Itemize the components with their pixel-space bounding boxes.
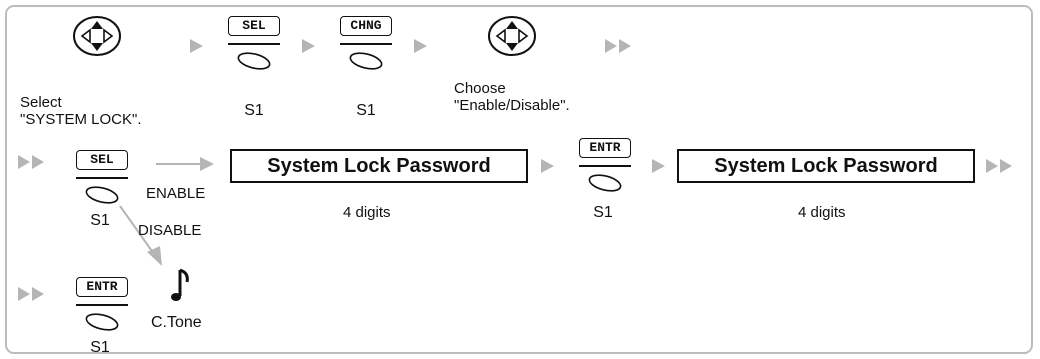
next-step-arrow-icon — [302, 39, 315, 53]
key-divider — [228, 43, 280, 45]
disable-label: DISABLE — [138, 222, 202, 239]
next-step-arrow-icon — [541, 159, 554, 173]
continue-double-arrow-icon — [18, 287, 44, 301]
navigator-key-icon — [488, 16, 536, 56]
confirmation-tone-note-icon — [171, 268, 189, 301]
confirmation-tone-label: C.Tone — [151, 314, 202, 331]
enable-arrow — [156, 157, 214, 171]
soft-button-icon — [237, 52, 271, 70]
enable-label: ENABLE — [146, 185, 206, 202]
disable-arrow — [119, 205, 162, 266]
sel-key-label: SEL — [76, 150, 128, 170]
password-box[interactable]: System Lock Password — [230, 149, 528, 183]
soft-button-icon — [85, 186, 119, 204]
four-digits-label: 4 digits — [798, 204, 846, 221]
soft-button-icon — [588, 174, 622, 192]
next-step-arrow-icon — [414, 39, 427, 53]
diagram-frame — [5, 5, 1033, 354]
key-divider — [76, 177, 128, 179]
continue-double-arrow-icon — [986, 159, 1012, 173]
s1-label: S1 — [244, 102, 264, 119]
entr-key[interactable]: ENTR — [579, 138, 631, 198]
key-divider — [340, 43, 392, 45]
continue-double-arrow-icon — [18, 155, 44, 169]
continue-double-arrow-icon — [605, 39, 631, 53]
key-divider — [579, 165, 631, 167]
sel-key[interactable]: SEL — [76, 150, 128, 210]
key-divider — [76, 304, 128, 306]
s1-label: S1 — [90, 212, 110, 229]
soft-button-icon — [349, 52, 383, 70]
sel-key-label: SEL — [228, 16, 280, 36]
entr-key-label: ENTR — [76, 277, 128, 297]
chng-key[interactable]: CHNG — [340, 16, 392, 76]
entr-key[interactable]: ENTR — [76, 277, 128, 337]
chng-key-label: CHNG — [340, 16, 392, 36]
soft-button-icon — [85, 313, 119, 331]
next-step-arrow-icon — [190, 39, 203, 53]
password-box[interactable]: System Lock Password — [677, 149, 975, 183]
four-digits-label: 4 digits — [343, 204, 391, 221]
s1-label: S1 — [90, 339, 110, 356]
choose-enable-disable-label: Choose "Enable/Disable". — [454, 80, 570, 114]
s1-label: S1 — [593, 204, 613, 221]
select-system-lock-label: Select "SYSTEM LOCK". — [20, 94, 142, 128]
next-step-arrow-icon — [652, 159, 665, 173]
entr-key-label: ENTR — [579, 138, 631, 158]
s1-label: S1 — [356, 102, 376, 119]
navigator-key-icon — [73, 16, 121, 56]
sel-key[interactable]: SEL — [228, 16, 280, 76]
